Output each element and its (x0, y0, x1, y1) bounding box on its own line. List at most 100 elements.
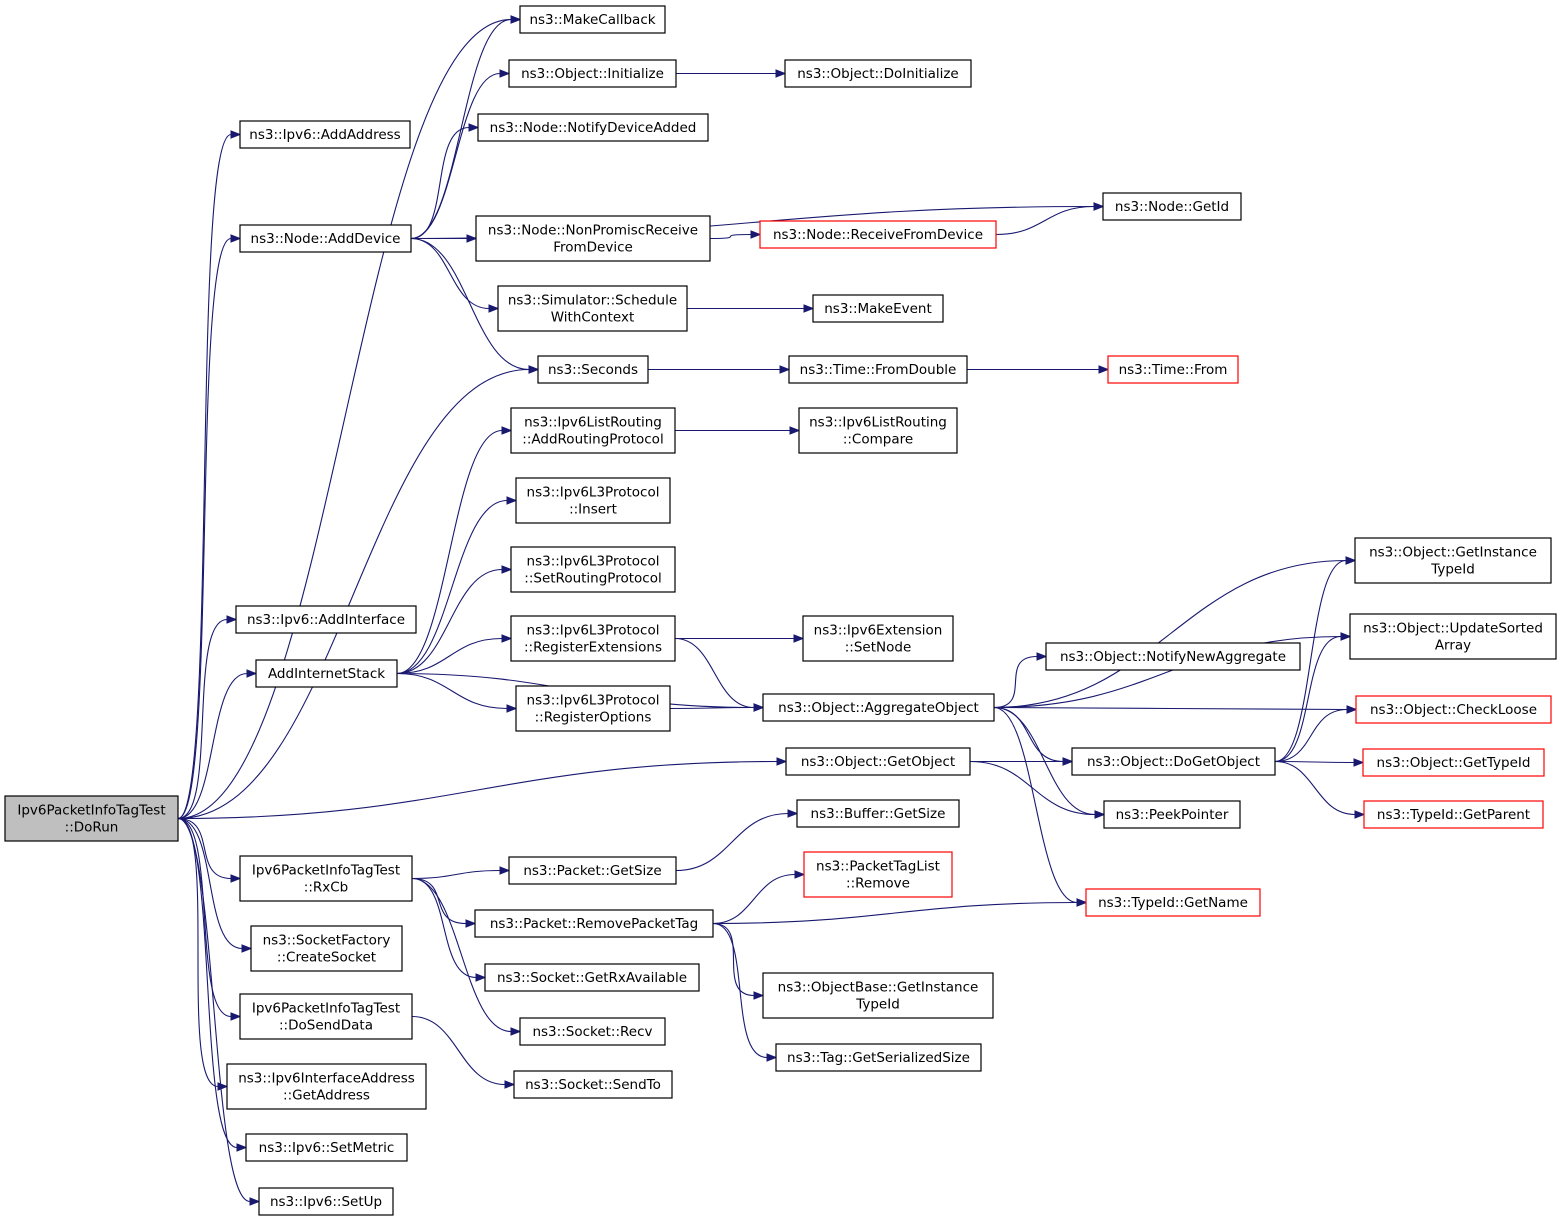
node-box-socketSendTo (513, 1070, 673, 1099)
edge-getObject-to-peekPointer (969, 760, 1096, 816)
edge-arrowhead-getObject-to-peekPointer (1094, 810, 1106, 819)
edge-arrowhead-root-to-addInterface (226, 615, 238, 624)
node-registerOptions[interactable]: ns3::Ipv6L3Protocol::RegisterOptions (515, 685, 671, 732)
node-getRxAvailable[interactable]: ns3::Socket::GetRxAvailable (484, 963, 700, 992)
node-listRoutingCompare[interactable]: ns3::Ipv6ListRouting::Compare (798, 407, 958, 454)
node-makeEvent[interactable]: ns3::MakeEvent (812, 294, 944, 323)
edge-arrowhead-registerOptions-to-aggregateObject (753, 703, 765, 712)
edge-addInternetStack-to-setRoutingProtocol (396, 568, 503, 675)
edge-arrowhead-root-to-ifAddrGetAddress (217, 1082, 229, 1091)
node-label-makeCallback-0: ns3::MakeCallback (529, 12, 655, 28)
node-objInitialize[interactable]: ns3::Object::Initialize (508, 59, 677, 88)
edge-arrowhead-rxCb-to-removePacketTag (465, 919, 477, 928)
edge-addInternetStack-to-registerOptions (396, 672, 508, 710)
edge-removePacketTag-to-objBaseGetInstanceTypeId (712, 922, 755, 997)
node-box-notifyNewAggregate (1045, 642, 1301, 671)
node-objGetTypeId[interactable]: ns3::Object::GetTypeId (1362, 748, 1545, 777)
node-label-setMetric-0: ns3::Ipv6::SetMetric (259, 1140, 395, 1156)
node-getObject[interactable]: ns3::Object::GetObject (785, 747, 971, 776)
node-root[interactable]: Ipv6PacketInfoTagTest::DoRun (4, 795, 179, 842)
node-tagListRemove[interactable]: ns3::PacketTagList::Remove (803, 851, 953, 898)
edge-aggregateObject-to-updateSortedArray (993, 635, 1342, 709)
edge-arrowhead-root-to-nodeAddDevice (230, 234, 242, 243)
node-typeIdGetName[interactable]: ns3::TypeId::GetName (1085, 888, 1261, 917)
node-notifyNewAggregate[interactable]: ns3::Object::NotifyNewAggregate (1045, 642, 1301, 671)
node-label-l3Insert-0: ns3::Ipv6L3Protocol (527, 485, 660, 501)
node-createSocket[interactable]: ns3::SocketFactory::CreateSocket (250, 925, 403, 972)
node-socketSendTo[interactable]: ns3::Socket::SendTo (513, 1070, 673, 1099)
node-packetGetSize[interactable]: ns3::Packet::GetSize (508, 856, 677, 885)
node-addInternetStack[interactable]: AddInternetStack (255, 659, 398, 688)
node-aggregateObject[interactable]: ns3::Object::AggregateObject (762, 693, 995, 722)
node-box-typeIdGetName (1085, 888, 1261, 917)
node-timeFrom[interactable]: ns3::Time::From (1107, 355, 1239, 384)
node-tagGetSerializedSize[interactable]: ns3::Tag::GetSerializedSize (775, 1043, 982, 1072)
node-label-setRoutingProtocol-1: ::SetRoutingProtocol (524, 571, 661, 587)
node-label-tagListRemove-0: ns3::PacketTagList (816, 859, 940, 875)
edge-arrowhead-nodeAddDevice-to-nonPromisc (466, 234, 478, 243)
node-doSendData[interactable]: Ipv6PacketInfoTagTest::DoSendData (239, 993, 413, 1040)
edge-addInternetStack-to-addRoutingProtocol (396, 429, 503, 675)
node-receiveFromDevice[interactable]: ns3::Node::ReceiveFromDevice (759, 220, 997, 249)
node-box-listRoutingCompare (798, 407, 958, 454)
node-checkLoose[interactable]: ns3::Object::CheckLoose (1355, 695, 1552, 724)
edge-doGetObject-to-checkLoose (1274, 708, 1348, 763)
node-removePacketTag[interactable]: ns3::Packet::RemovePacketTag (474, 909, 714, 938)
node-box-registerOptions (515, 685, 671, 732)
node-label-doSendData-0: Ipv6PacketInfoTagTest (252, 1001, 400, 1017)
edge-nodeAddDevice-to-scheduleWithContext (410, 237, 490, 310)
node-label-ifAddrGetAddress-1: ::GetAddress (283, 1088, 370, 1104)
node-l3Insert[interactable]: ns3::Ipv6L3Protocol::Insert (515, 477, 671, 524)
edge-arrowhead-removePacketTag-to-tagGetSerializedSize (766, 1053, 778, 1062)
node-peekPointer[interactable]: ns3::PeekPointer (1103, 800, 1241, 829)
edge-removePacketTag-to-typeIdGetName (712, 901, 1078, 925)
node-extSetNode[interactable]: ns3::Ipv6Extension::SetNode (802, 615, 954, 662)
node-nodeAddDevice[interactable]: ns3::Node::AddDevice (239, 224, 412, 253)
node-rxCb[interactable]: Ipv6PacketInfoTagTest::RxCb (239, 855, 413, 902)
node-socketRecv[interactable]: ns3::Socket::Recv (519, 1017, 666, 1046)
node-notifyDeviceAdded[interactable]: ns3::Node::NotifyDeviceAdded (477, 113, 709, 142)
node-bufferGetSize[interactable]: ns3::Buffer::GetSize (796, 799, 960, 828)
node-box-l3Insert (515, 477, 671, 524)
node-addAddress[interactable]: ns3::Ipv6::AddAddress (239, 120, 411, 149)
node-setRoutingProtocol[interactable]: ns3::Ipv6L3Protocol::SetRoutingProtocol (510, 546, 676, 593)
node-makeCallback[interactable]: ns3::MakeCallback (519, 5, 666, 34)
edge-arrowhead-rxCb-to-packetGetSize (499, 866, 511, 875)
node-doInitialize[interactable]: ns3::Object::DoInitialize (784, 59, 972, 88)
edge-registerOptions-to-aggregateObject (669, 706, 755, 710)
node-label-doInitialize-0: ns3::Object::DoInitialize (797, 66, 959, 82)
node-doGetObject[interactable]: ns3::Object::DoGetObject (1071, 747, 1276, 776)
node-label-objGetTypeId-0: ns3::Object::GetTypeId (1377, 755, 1531, 771)
node-setMetric[interactable]: ns3::Ipv6::SetMetric (245, 1133, 408, 1162)
edge-arrowhead-root-to-addAddress (230, 130, 242, 139)
edge-arrowhead-doGetObject-to-checkLoose (1346, 705, 1358, 714)
edge-doGetObject-to-objGetInstanceTypeId (1274, 559, 1347, 763)
edge-aggregateObject-to-checkLoose (993, 706, 1348, 711)
node-label-timeFrom-0: ns3::Time::From (1119, 362, 1228, 378)
node-ifAddrGetAddress[interactable]: ns3::Ipv6InterfaceAddress::GetAddress (226, 1063, 427, 1110)
node-addInterface[interactable]: ns3::Ipv6::AddInterface (235, 605, 417, 634)
node-fromDouble[interactable]: ns3::Time::FromDouble (788, 355, 968, 384)
edge-root-to-nodeAddDevice (177, 237, 232, 820)
node-label-packetGetSize-0: ns3::Packet::GetSize (523, 863, 661, 879)
node-label-socketRecv-0: ns3::Socket::Recv (532, 1024, 652, 1040)
node-typeIdGetParent[interactable]: ns3::TypeId::GetParent (1363, 800, 1544, 829)
node-seconds[interactable]: ns3::Seconds (537, 355, 649, 384)
node-addRoutingProtocol[interactable]: ns3::Ipv6ListRouting::AddRoutingProtocol (510, 407, 676, 454)
node-label-seconds-0: ns3::Seconds (548, 362, 638, 378)
node-nodeGetId[interactable]: ns3::Node::GetId (1102, 192, 1242, 221)
node-label-doSendData-1: ::DoSendData (279, 1018, 373, 1034)
node-label-getObject-0: ns3::Object::GetObject (801, 754, 955, 770)
node-label-ifAddrGetAddress-0: ns3::Ipv6InterfaceAddress (238, 1071, 415, 1087)
node-registerExtensions[interactable]: ns3::Ipv6L3Protocol::RegisterExtensions (510, 615, 676, 662)
node-setUp[interactable]: ns3::Ipv6::SetUp (258, 1187, 394, 1216)
edge-arrowhead-nodeAddDevice-to-objInitialize (499, 69, 511, 78)
edge-nodeAddDevice-to-notifyDeviceAdded (410, 126, 470, 240)
edge-arrowhead-receiveFromDevice-to-nodeGetId (1093, 202, 1105, 211)
